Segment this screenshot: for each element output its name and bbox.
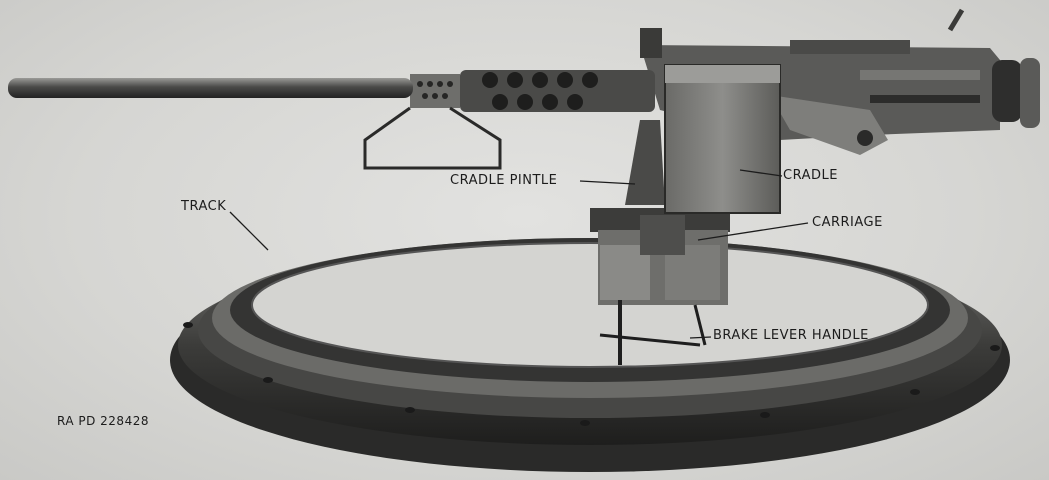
barrel-jacket — [460, 70, 655, 112]
callout-carriage: CARRIAGE — [812, 215, 883, 230]
barrel — [8, 78, 413, 98]
cradle-pivot — [857, 130, 873, 146]
muzzle-booster — [410, 74, 460, 108]
callout-cradle-pintle: CRADLE PINTLE — [450, 173, 558, 188]
cradle-pintle — [625, 120, 665, 205]
flange-bolt-holes — [183, 322, 1000, 426]
callout-leader-lines — [229, 169, 809, 339]
callout-brake-lever-handle: BRAKE LEVER HANDLE — [713, 328, 869, 343]
ammunition-box — [664, 64, 781, 214]
callout-track: TRACK — [181, 199, 227, 214]
callout-cradle: CRADLE — [783, 168, 838, 183]
plate-number: RA PD 228428 — [57, 414, 149, 428]
carrying-handle — [363, 106, 502, 170]
track-ring — [170, 238, 1010, 472]
carriage-assembly — [590, 208, 730, 365]
